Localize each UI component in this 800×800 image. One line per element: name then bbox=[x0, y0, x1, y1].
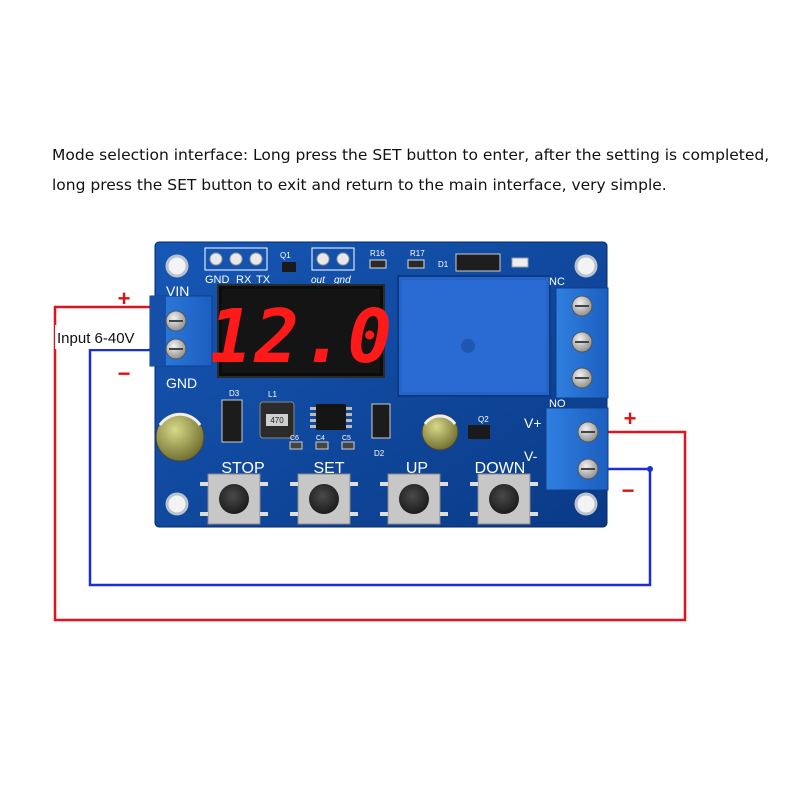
label-d2: D2 bbox=[374, 449, 385, 458]
button-up-label: UP bbox=[406, 460, 428, 477]
capacitor-c6 bbox=[289, 441, 303, 450]
transistor-q2 bbox=[468, 425, 490, 439]
label-r16: R16 bbox=[370, 249, 385, 258]
diode-d3 bbox=[221, 399, 243, 443]
label-tx: TX bbox=[256, 274, 271, 286]
caption-line-1: Mode selection interface: Long press the… bbox=[52, 146, 770, 164]
capacitor-c5 bbox=[341, 441, 355, 450]
mounting-holes bbox=[165, 254, 598, 516]
positive-wire bbox=[53, 305, 687, 622]
capacitor-c4 bbox=[315, 441, 329, 450]
relay-terminal-block bbox=[555, 287, 609, 399]
label-d1: D1 bbox=[438, 260, 449, 269]
button-set-label: SET bbox=[313, 460, 344, 477]
pcb-board: GND RX TX Q1 out gnd R16 R17 D1 12.0 bbox=[149, 241, 609, 528]
diode-d2 bbox=[371, 403, 391, 439]
label-no: NO bbox=[549, 398, 566, 410]
label-c4: C4 bbox=[316, 435, 325, 442]
label-q2: Q2 bbox=[478, 415, 489, 424]
label-gnd-out: gnd bbox=[334, 275, 351, 286]
button-down[interactable] bbox=[470, 473, 538, 525]
inductor-l1: 470 bbox=[259, 401, 295, 439]
label-c5: C5 bbox=[342, 435, 351, 442]
label-l1: L1 bbox=[268, 390, 277, 399]
output-header bbox=[311, 247, 355, 271]
output-plus-sign: + bbox=[624, 406, 637, 431]
label-nc: NC bbox=[549, 276, 565, 288]
wiring bbox=[53, 305, 687, 622]
label-vin: VIN bbox=[166, 283, 189, 299]
label-r17: R17 bbox=[410, 249, 425, 258]
transistor-q1 bbox=[282, 262, 296, 272]
display-readout: 12.0 bbox=[208, 294, 394, 380]
electrolytic-capacitor-left bbox=[155, 412, 205, 462]
diode-d1 bbox=[455, 253, 501, 272]
label-vplus: V+ bbox=[524, 415, 542, 431]
inductor-code: 470 bbox=[270, 416, 284, 425]
input-plus-sign: + bbox=[118, 286, 131, 311]
seven-segment-display: 12.0 bbox=[208, 284, 394, 380]
button-up[interactable] bbox=[380, 473, 448, 525]
label-c6: C6 bbox=[290, 435, 299, 442]
button-down-label: DOWN bbox=[475, 460, 526, 477]
led bbox=[511, 257, 529, 268]
resistor-r16 bbox=[369, 259, 387, 269]
label-rx: RX bbox=[236, 274, 252, 286]
label-d3: D3 bbox=[229, 389, 240, 398]
input-terminal-block bbox=[149, 295, 213, 367]
output-terminal-block bbox=[545, 407, 609, 491]
label-vminus: V- bbox=[524, 448, 538, 464]
uart-header bbox=[204, 247, 268, 271]
ic-chip bbox=[310, 404, 352, 430]
electrolytic-capacitor-right bbox=[421, 413, 459, 451]
output-minus-sign: − bbox=[622, 478, 635, 503]
button-stop-label: STOP bbox=[221, 460, 264, 477]
label-gnd: GND bbox=[166, 375, 197, 391]
button-stop[interactable] bbox=[200, 473, 268, 525]
negative-wire bbox=[88, 348, 652, 587]
caption-line-2: long press the SET button to exit and re… bbox=[52, 176, 667, 194]
input-minus-sign: − bbox=[118, 361, 131, 386]
resistor-r17 bbox=[407, 259, 425, 269]
input-label-bg bbox=[55, 325, 148, 349]
input-voltage-label: Input 6-40V bbox=[57, 330, 135, 347]
label-q1: Q1 bbox=[280, 251, 291, 260]
button-set[interactable] bbox=[290, 473, 358, 525]
label-gnd-header: GND bbox=[205, 274, 230, 286]
label-out: out bbox=[311, 275, 326, 286]
relay bbox=[397, 275, 551, 397]
